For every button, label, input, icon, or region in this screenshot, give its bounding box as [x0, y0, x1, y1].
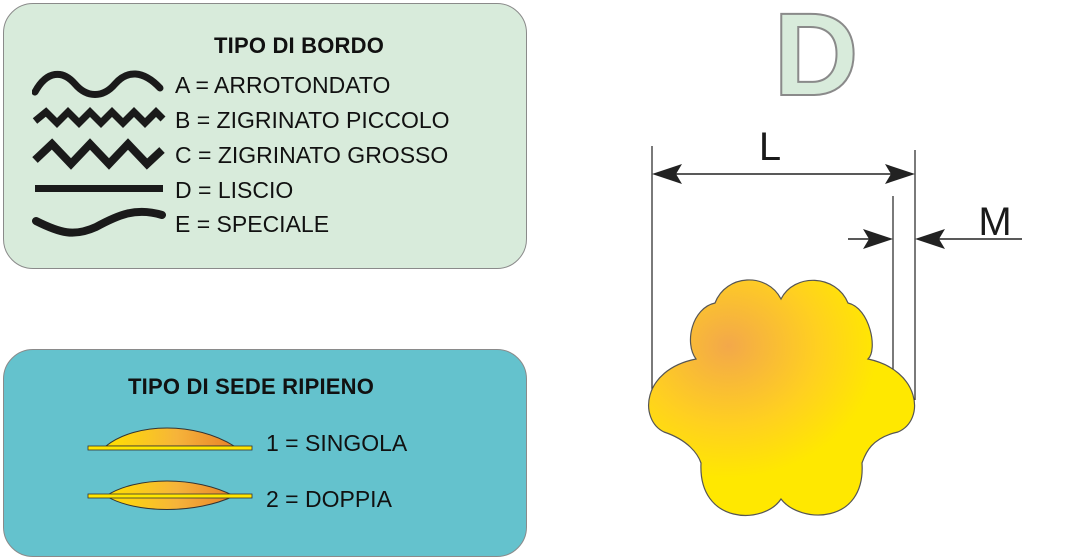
small-zigzag-icon: [32, 107, 166, 128]
l-arrow-right: [885, 164, 915, 184]
m-arrow-right: [915, 229, 945, 249]
edge-type-panel: TIPO DI BORDO A = ARROTONDATO B = ZIGRIN…: [3, 3, 527, 269]
large-zigzag-icon: [32, 138, 165, 170]
edge-label-e: E = SPECIALE: [175, 211, 330, 237]
edge-label-c: C = ZIGRINATO GROSSO: [175, 142, 449, 168]
l-arrow-left: [652, 164, 682, 184]
edge-label-b: B = ZIGRINATO PICCOLO: [175, 107, 450, 133]
edge-type-title: TIPO DI BORDO: [214, 33, 385, 58]
l-label: L: [759, 125, 781, 169]
single-seat-icon: [87, 427, 253, 451]
m-arrow-left: [863, 229, 893, 249]
shape-dimension-diagram: D L M: [648, 0, 1022, 517]
filling-seat-title: TIPO DI SEDE RIPIENO: [128, 374, 375, 399]
m-label: M: [978, 200, 1011, 244]
straight-line-icon: [35, 185, 163, 192]
rounded-wave-icon: [32, 70, 164, 98]
flower-shape: [648, 279, 916, 517]
edge-label-d: D = LISCIO: [175, 177, 294, 203]
seat-label-double: 2 = DOPPIA: [266, 486, 392, 512]
edge-code-letter: D: [773, 0, 858, 121]
double-seat-icon: [87, 480, 253, 510]
seat-label-single: 1 = SINGOLA: [266, 430, 408, 456]
filling-seat-panel: TIPO DI SEDE RIPIENO 1 = SINGOLA 2 = DOP…: [3, 349, 527, 557]
edge-label-a: A = ARROTONDATO: [175, 72, 391, 98]
s-curve-icon: [32, 207, 166, 237]
